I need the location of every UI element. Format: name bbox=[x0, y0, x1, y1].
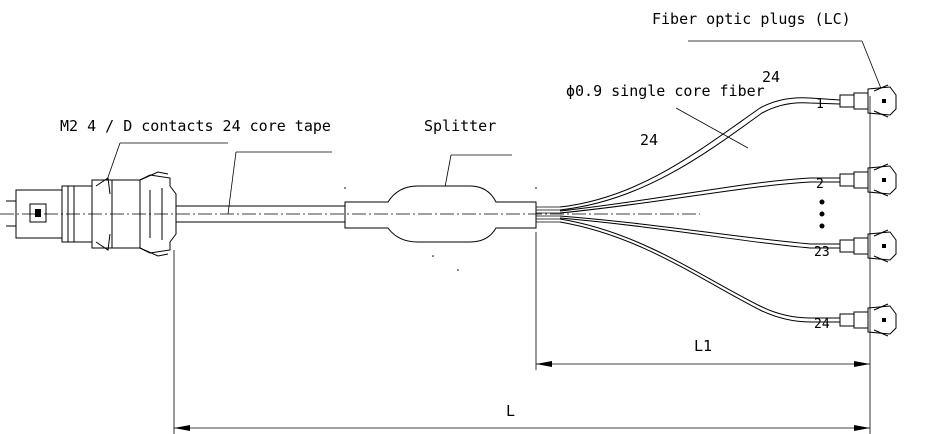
fiber-number-2: 2 bbox=[816, 177, 824, 192]
splitter-label: Splitter bbox=[424, 117, 496, 135]
stray-dot bbox=[457, 269, 459, 271]
plugs-label: Fiber optic plugs (LC) bbox=[652, 10, 851, 28]
core-tape bbox=[176, 205, 345, 223]
tape-count-label: 24 bbox=[640, 131, 658, 149]
dimension-extensions bbox=[173, 96, 871, 434]
fiber-number-24: 24 bbox=[814, 317, 830, 332]
fiber-number-23: 23 bbox=[814, 245, 830, 260]
tape-leader bbox=[227, 151, 237, 215]
single-core-leader bbox=[675, 107, 749, 149]
dimension-l-label: L bbox=[506, 402, 515, 420]
contacts-label: M2 4 / D contacts 24 core tape bbox=[60, 117, 331, 135]
fiber-number-1: 1 bbox=[816, 97, 824, 112]
single-core-label: ϕ0.9 single core fiber bbox=[566, 82, 765, 100]
ellipsis-dots bbox=[819, 199, 825, 229]
stray-dot bbox=[344, 187, 346, 189]
stray-dot bbox=[535, 187, 537, 189]
dimension-l bbox=[174, 425, 870, 431]
plugs-leader bbox=[861, 40, 885, 97]
dimension-l1 bbox=[536, 361, 870, 367]
lc-plugs bbox=[839, 84, 897, 337]
single-core-count: 24 bbox=[762, 68, 780, 86]
fanout-fibers bbox=[536, 97, 841, 323]
stray-dot bbox=[432, 255, 434, 257]
dimension-l1-label: L1 bbox=[694, 337, 712, 355]
